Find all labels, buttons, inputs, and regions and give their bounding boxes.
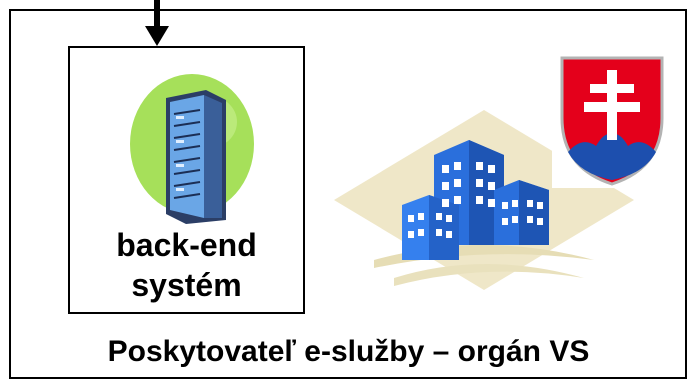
slovak-coat-of-arms-icon <box>552 48 672 188</box>
backend-label-line2: systém <box>131 267 242 303</box>
office-buildings-icon <box>334 110 634 290</box>
provider-label: Poskytovateľ e-služby – orgán VS <box>107 335 590 368</box>
arrow-down-icon <box>145 0 169 46</box>
backend-label-line1: back-end <box>116 227 257 263</box>
server-rack-icon <box>130 74 254 224</box>
backend-system-box: back-end systém <box>68 46 305 314</box>
